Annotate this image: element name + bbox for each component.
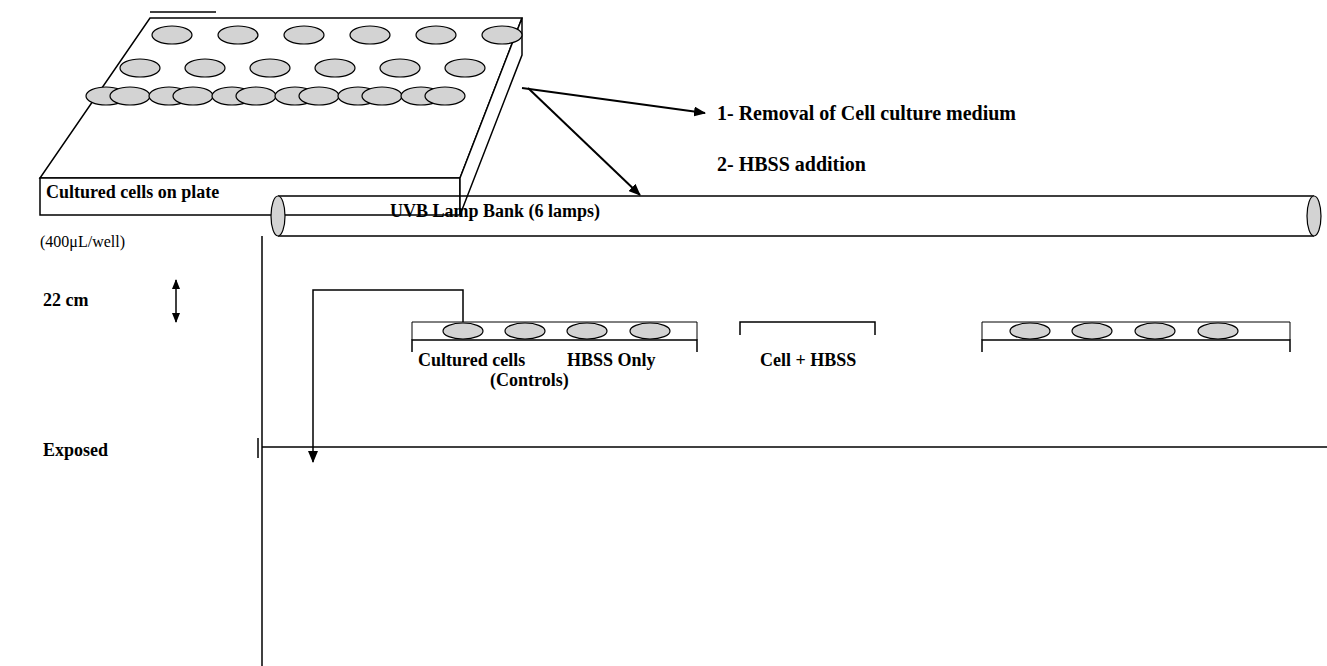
group-label: Cultured cells [418,350,525,371]
node-label: UVB Lamp Bank (6 lamps) [390,201,600,222]
step-text: 1- Removal of Cell culture medium [717,102,1016,125]
group-label: (Controls) [490,370,569,391]
uvb-lamp-bank: UVB Lamp Bank (6 lamps) [262,195,1327,237]
step-text: 2- HBSS addition [717,153,866,176]
node-label: Cultured cells on plate [46,182,219,203]
volume-note: (400μL/well) [40,233,125,251]
group-label: Cell + HBSS [760,350,856,371]
distance-label: 22 cm [43,290,88,311]
group-label: HBSS Only [567,350,656,371]
exposed-label: Exposed [43,440,108,461]
well-plate: Cultured cells on plate [38,8,528,218]
flow-arrow [528,88,640,195]
